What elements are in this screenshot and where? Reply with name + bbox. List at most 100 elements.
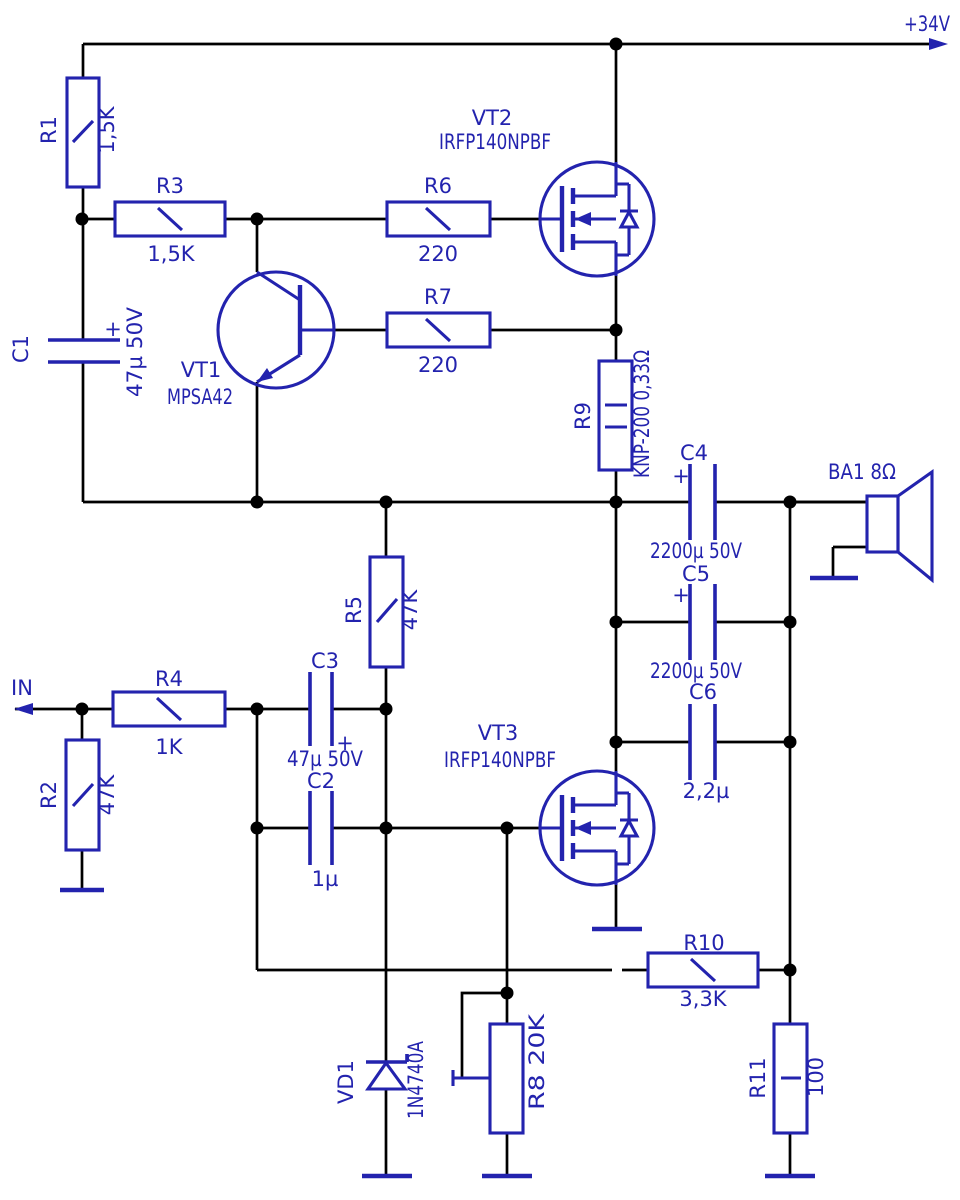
resistor-R9-body (597, 359, 634, 472)
polarity-C3: + (336, 731, 354, 755)
transistor-VT1-collector (256, 270, 301, 302)
label-R3: R3 (156, 174, 184, 198)
r8-wiper-wire (460, 991, 507, 1078)
label-R7: R7 (424, 285, 452, 309)
resistor-R1-body (65, 76, 101, 189)
label-C4: C4 (680, 441, 708, 465)
value-R11: 100 (804, 1057, 828, 1097)
transistor-VT1 (216, 270, 336, 390)
label-VT1: VT1 (181, 358, 222, 382)
value-R7: 220 (418, 353, 458, 377)
junction-dot (609, 323, 623, 337)
junction-dot (609, 37, 623, 51)
junction-dots (75, 37, 797, 1000)
mosfet-VT2-diode-triangle (618, 208, 640, 229)
resistor-R10 (646, 951, 760, 989)
resistor-R5-power-mark (375, 597, 399, 624)
junction-dot (609, 735, 623, 749)
label-R10: R10 (683, 931, 724, 955)
mosfet-VT3-diode-triangle (618, 817, 640, 838)
label-VT2: VT2 (472, 106, 513, 130)
resistor-R4-body (111, 690, 227, 728)
speaker-wires (790, 500, 867, 578)
junction-dot (783, 735, 797, 749)
capacitor-C2 (308, 791, 334, 865)
junction-dot (250, 702, 264, 716)
junction-dot (379, 702, 393, 716)
label-C6: C6 (689, 680, 717, 704)
label-VT3: VT3 (478, 721, 519, 745)
speaker-BA1-body (865, 494, 900, 554)
mosfet-VT2-drain-stub (573, 162, 618, 198)
junction-dot (250, 212, 264, 226)
resistor-R9 (597, 359, 634, 472)
resistor-R7 (385, 311, 492, 349)
value-C1: 47µ 50V (123, 306, 147, 397)
resistor-R9-power-mark (605, 403, 627, 429)
resistor-R2 (64, 738, 101, 852)
label-C1: C1 (9, 335, 33, 363)
power-rail-label: +34V (904, 12, 950, 36)
label-C2: C2 (307, 769, 335, 793)
capacitor-C5 (688, 584, 717, 660)
resistor-R2-power-mark (71, 782, 95, 808)
mosfet-VT2 (538, 160, 656, 278)
resistor-R7-power-mark (424, 317, 452, 343)
value-R9: KNP-200 0,33Ω (630, 350, 654, 478)
part-VT1: MPSA42 (167, 385, 233, 409)
junction-dot (75, 212, 89, 226)
capacitor-C1 (48, 338, 120, 364)
value-R2: 47K (95, 774, 119, 816)
value-R3: 1,5K (147, 242, 195, 266)
value-R5: 47K (398, 589, 422, 631)
label-R5: R5 (342, 596, 366, 624)
part-VT2: IRFP140NPBF (439, 130, 551, 154)
resistor-R5-body (368, 555, 405, 669)
label-R4: R4 (155, 667, 183, 691)
junction-dot (783, 963, 797, 977)
label-C5: C5 (682, 562, 710, 586)
junction-dot (250, 821, 264, 835)
resistor-R11-body (772, 1022, 809, 1135)
resistor-R3 (113, 200, 227, 238)
label-R1: R1 (37, 116, 61, 144)
label-R11: R11 (746, 1057, 770, 1098)
label-R8: R8 20K (525, 1012, 549, 1110)
resistor-R4-power-mark (155, 696, 183, 722)
polarity-C4: + (672, 464, 690, 488)
mosfet-VT3-drain-stub (573, 771, 618, 807)
resistor-R2-body (64, 738, 101, 852)
capacitor-C4-plates (688, 464, 717, 540)
zener-VD1-triangle (365, 1060, 409, 1091)
value-C4: 2200µ 50V (650, 539, 743, 563)
label-BA1: BA1 8Ω (828, 460, 896, 484)
label-R6: R6 (424, 174, 452, 198)
resistor-R1-power-mark (71, 119, 95, 144)
junction-dot (500, 821, 514, 835)
resistor-R7-body (385, 311, 492, 349)
polarity-C5: + (672, 583, 690, 607)
resistor-R10-body (646, 951, 760, 989)
part-VD1: 1N4740A (404, 1040, 428, 1119)
resistor-R5 (368, 555, 405, 669)
mosfet-VT3-source-stub (573, 849, 618, 885)
value-C3: 47µ 50V (287, 747, 364, 771)
resistor-R6-body (385, 200, 492, 238)
mosfet-VT3-body-arrow-icon (575, 821, 591, 835)
resistor-R3-power-mark (156, 206, 184, 232)
label-R9: R9 (571, 402, 595, 430)
value-C2: 1µ (312, 867, 339, 891)
power-rail-arrow-icon (929, 38, 948, 50)
wire-layer (15, 42, 930, 1176)
junction-dot (250, 495, 264, 509)
resistor-R4 (111, 690, 227, 728)
label-VD1: VD1 (334, 1060, 358, 1104)
value-C5: 2200µ 50V (650, 659, 743, 683)
polarity-C1: + (104, 317, 122, 341)
resistor-R1 (65, 76, 101, 189)
speaker-BA1-horn (896, 469, 934, 584)
speaker-BA1 (865, 469, 934, 584)
junction-dot (783, 615, 797, 629)
